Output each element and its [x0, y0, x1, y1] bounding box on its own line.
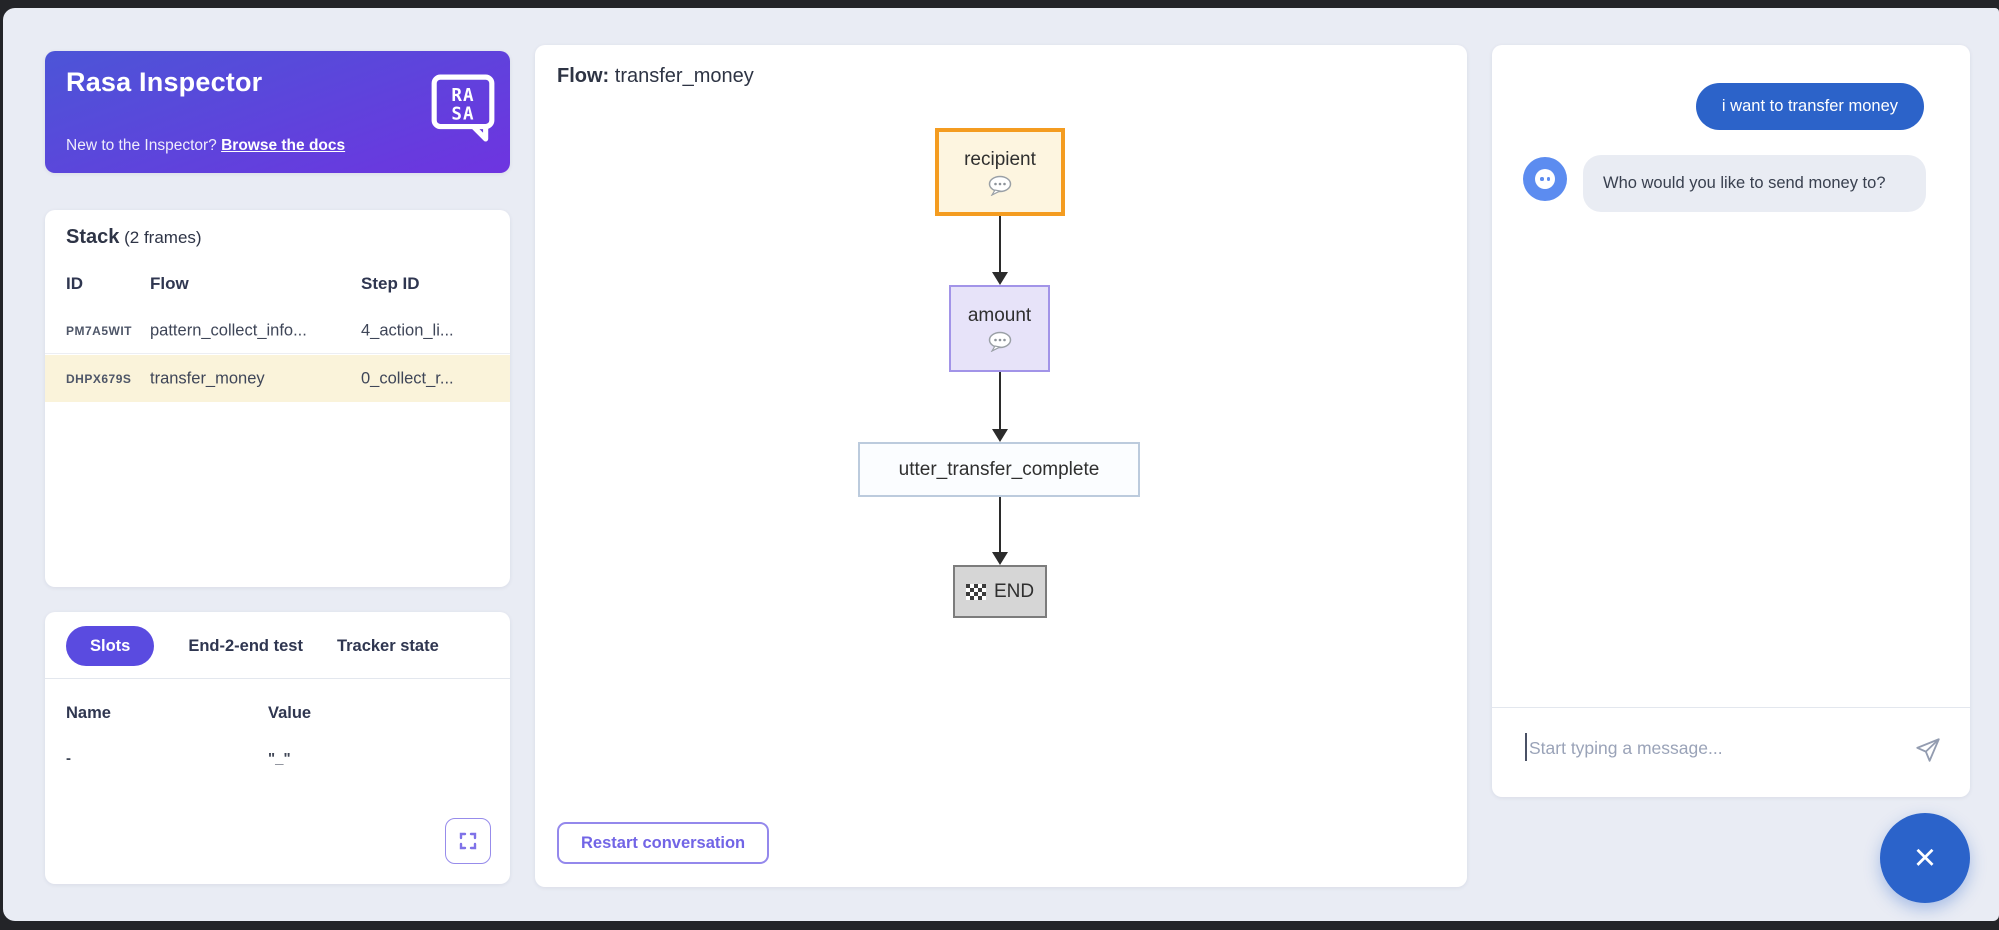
slot-name: - — [66, 750, 71, 767]
speech-bubble-icon — [988, 175, 1012, 196]
flow-arrow — [992, 497, 1008, 565]
inspector-app: Rasa Inspector New to the Inspector? Bro… — [3, 8, 1999, 921]
flow-title-name: transfer_money — [614, 65, 754, 87]
restart-conversation-button[interactable]: Restart conversation — [557, 822, 770, 864]
flow-arrow — [992, 372, 1008, 442]
stack-cell-step: 4_action_li... — [361, 321, 454, 339]
flow-node-label: utter_transfer_complete — [898, 458, 1100, 480]
close-chat-button[interactable]: × — [1880, 813, 1970, 903]
tabs-divider — [45, 678, 510, 679]
tab-tracker-state[interactable]: Tracker state — [336, 636, 439, 655]
checkered-flag-icon — [965, 583, 986, 600]
stack-cell-flow: transfer_money — [150, 369, 265, 387]
user-message-bubble: i want to transfer money — [1695, 83, 1924, 130]
logo-text-bottom: SA — [451, 104, 474, 124]
header-card: Rasa Inspector New to the Inspector? Bro… — [45, 51, 510, 173]
docs-prompt: New to the Inspector? Browse the docs — [66, 137, 345, 155]
stack-row-pattern-collect-info[interactable]: PM7A5WIT pattern_collect_info... 4_actio… — [45, 308, 510, 354]
stack-cell-id: PM7A5WIT — [66, 323, 133, 338]
panel-tabs: Slots End-2-end test Tracker state — [66, 626, 439, 666]
flow-title-label: Flow: — [557, 65, 610, 87]
stack-col-id: ID — [66, 274, 83, 293]
slot-value: "_" — [268, 750, 291, 767]
text-caret — [1525, 733, 1527, 761]
stack-frames-count: (2 frames) — [124, 228, 202, 247]
app-title: Rasa Inspector — [66, 67, 263, 97]
slot-row: - "_" — [45, 746, 510, 776]
stack-col-flow: Flow — [150, 274, 189, 293]
stack-cell-id: DHPX679S — [66, 371, 132, 386]
browse-docs-link[interactable]: Browse the docs — [221, 137, 346, 154]
chat-panel: i want to transfer money Who would you l… — [1492, 45, 1970, 797]
expand-panel-button[interactable] — [445, 818, 491, 864]
flow-arrow — [992, 216, 1008, 285]
slots-col-name: Name — [66, 704, 111, 722]
flow-node-amount: amount — [949, 285, 1050, 372]
logo-text-top: RA — [451, 86, 474, 106]
stack-col-step: Step ID — [361, 274, 420, 293]
rasa-logo-icon: RA SA — [431, 74, 495, 142]
close-icon: × — [1913, 837, 1937, 879]
bot-face-icon — [1535, 169, 1555, 189]
flow-node-end: END — [953, 565, 1047, 618]
slots-col-value: Value — [268, 704, 312, 722]
stack-title-text: Stack — [66, 226, 120, 248]
stack-table-header: ID Flow Step ID — [45, 266, 510, 302]
tab-end2end-test[interactable]: End-2-end test — [188, 636, 303, 655]
flow-title: Flow: transfer_money — [557, 65, 754, 88]
stack-cell-flow: pattern_collect_info... — [150, 321, 307, 339]
slots-panel: Slots End-2-end test Tracker state Name … — [45, 612, 510, 884]
flow-node-label: amount — [967, 305, 1032, 326]
flow-panel: Flow: transfer_money recipient amount ut… — [535, 45, 1467, 887]
send-icon[interactable] — [1914, 736, 1942, 764]
flow-node-utter-transfer-complete: utter_transfer_complete — [858, 442, 1140, 497]
slots-table-header: Name Value — [45, 700, 510, 730]
flow-node-recipient: recipient — [935, 128, 1065, 216]
bot-message-bubble: Who would you like to send money to? — [1583, 155, 1926, 212]
stack-panel: Stack (2 frames) ID Flow Step ID PM7A5WI… — [45, 210, 510, 587]
chat-input-bar — [1492, 707, 1970, 797]
chat-input[interactable] — [1529, 728, 1899, 768]
flow-node-label: recipient — [964, 148, 1036, 170]
stack-row-transfer-money[interactable]: DHPX679S transfer_money 0_collect_r... — [45, 355, 510, 402]
stack-cell-step: 0_collect_r... — [361, 369, 454, 387]
flow-node-label: END — [993, 580, 1035, 602]
docs-prompt-text: New to the Inspector? — [66, 137, 217, 154]
stack-title: Stack (2 frames) — [66, 226, 202, 249]
bot-avatar — [1523, 157, 1567, 201]
tab-slots[interactable]: Slots — [66, 626, 155, 666]
fullscreen-icon — [459, 832, 477, 850]
speech-bubble-icon — [988, 331, 1011, 352]
